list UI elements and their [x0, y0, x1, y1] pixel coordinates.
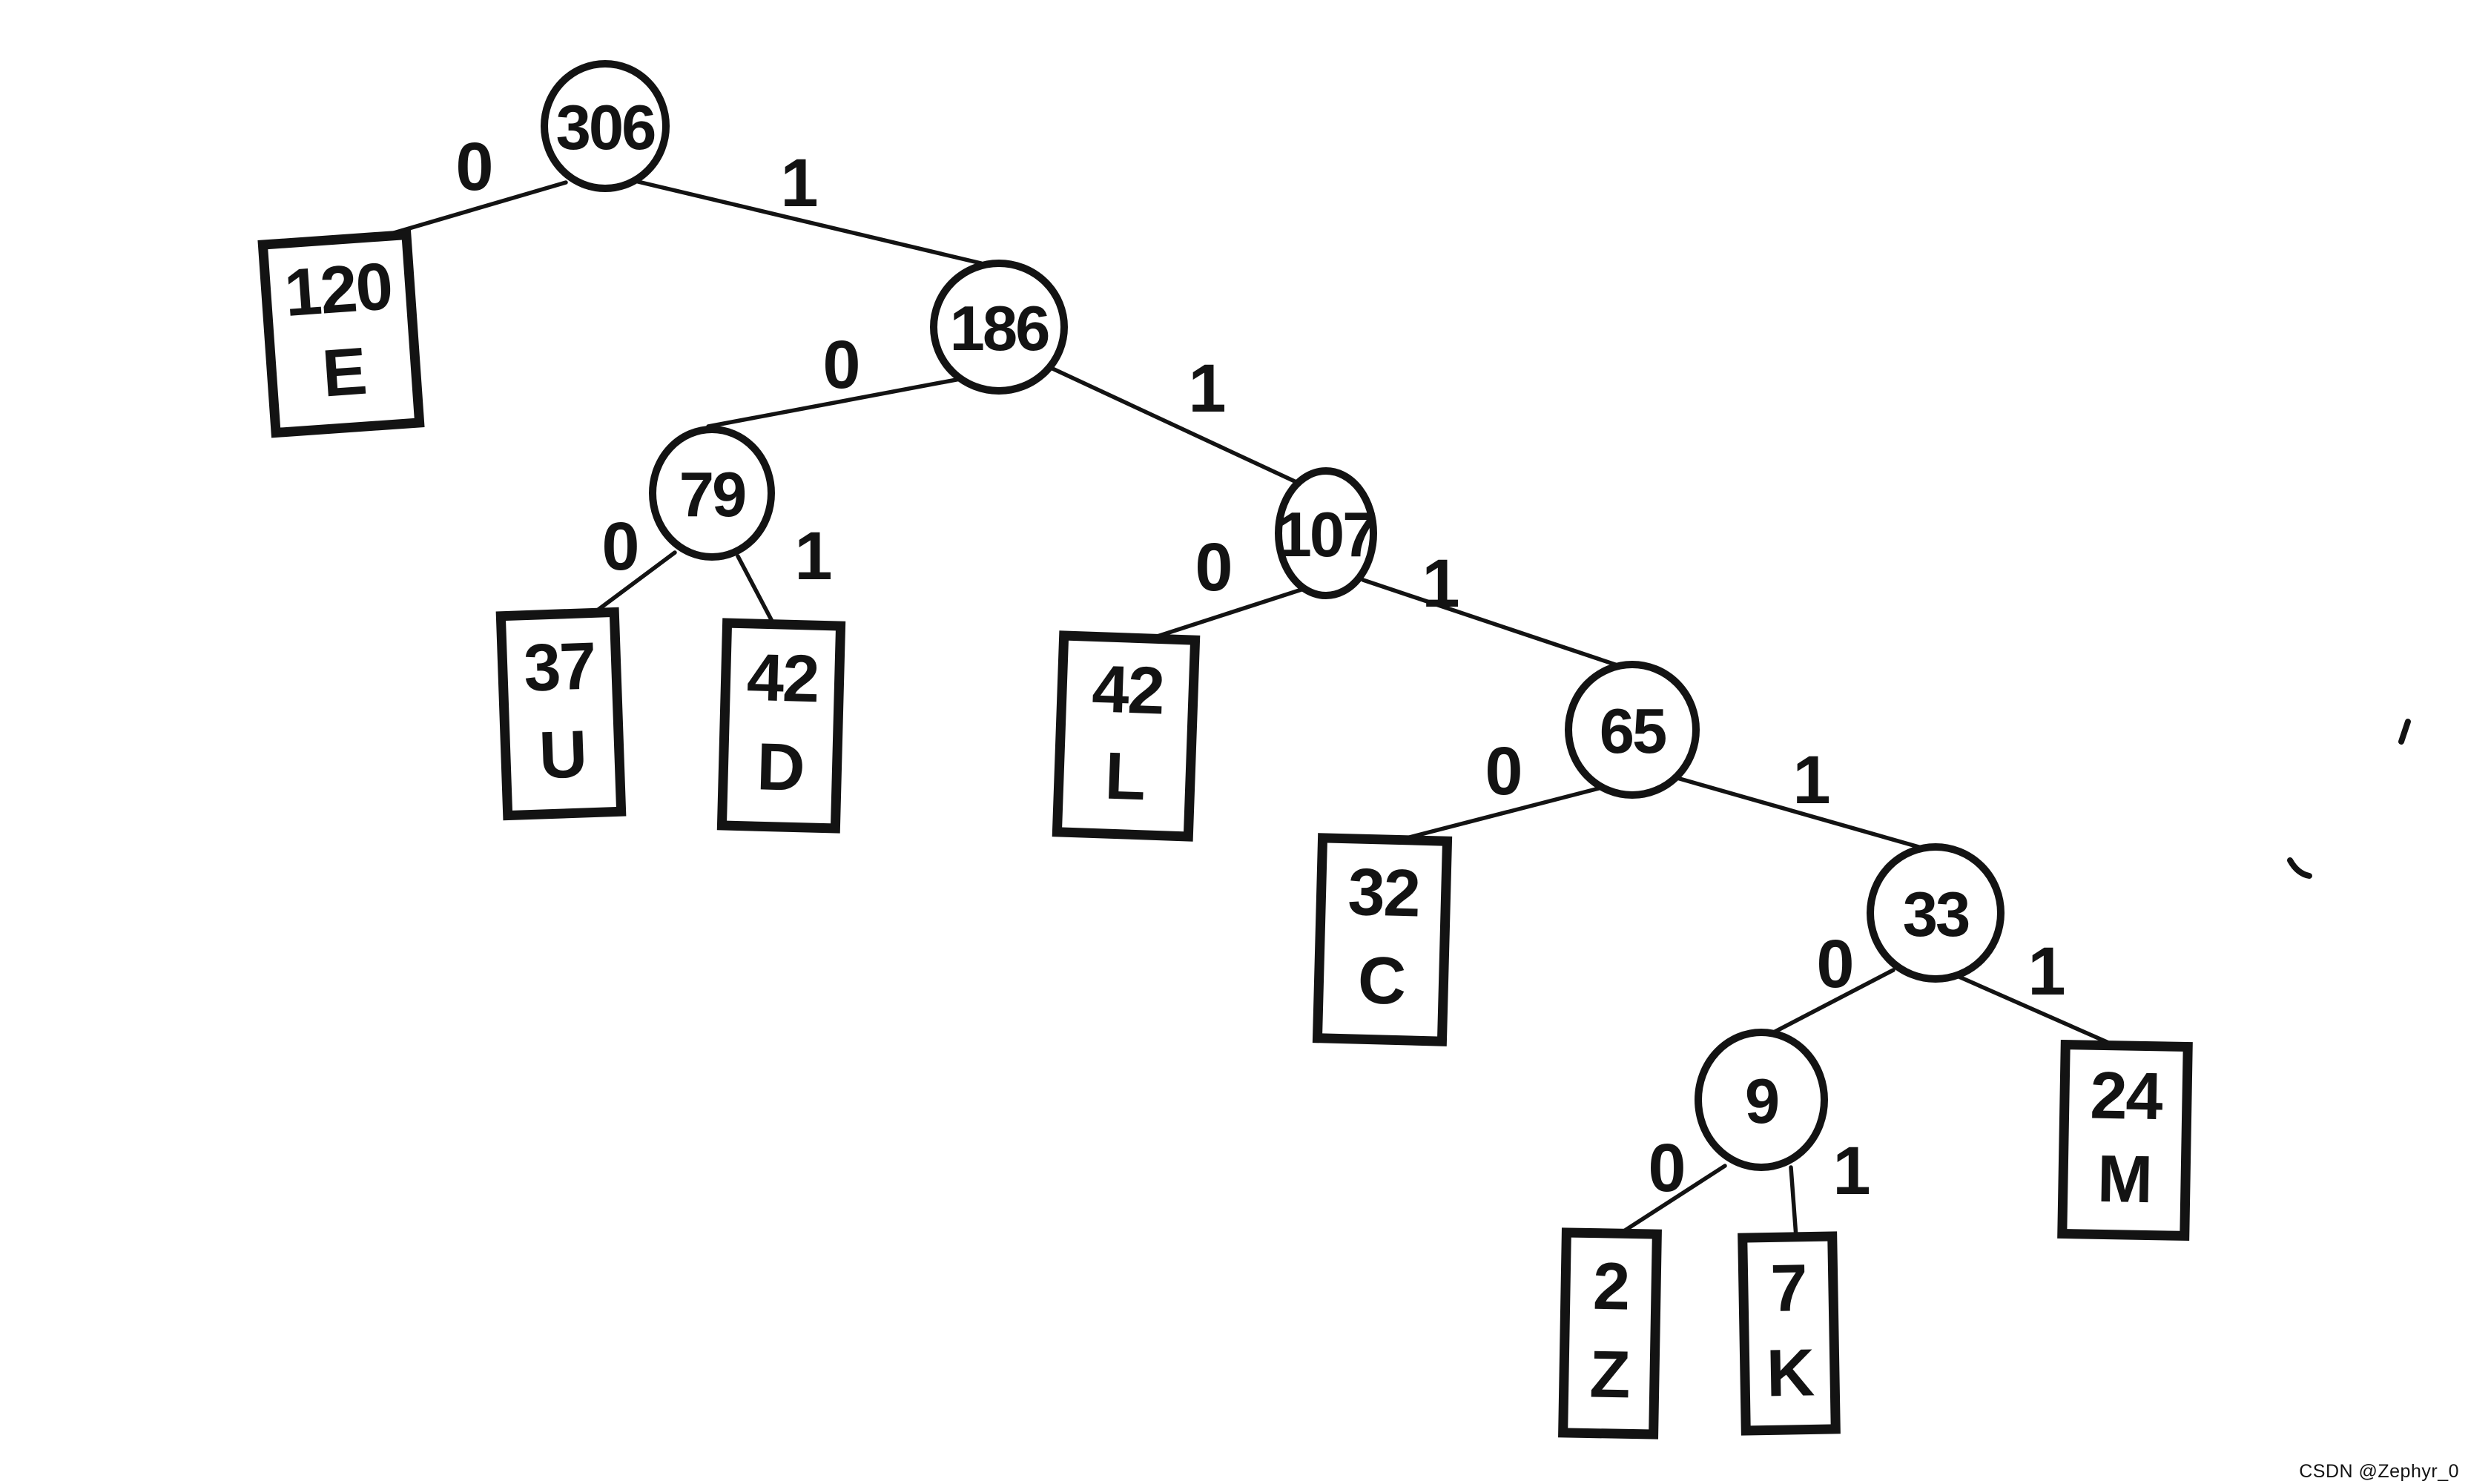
edge-n9-K	[1789, 1165, 1798, 1239]
node-value-n9: 9	[1745, 1066, 1778, 1137]
edge-bit-n186-n79: 0	[822, 327, 860, 403]
leaf-symbol-E: E	[320, 334, 368, 412]
leaf-count-D: 42	[746, 641, 819, 716]
leaf-box-L: 42L	[1052, 630, 1201, 842]
node-value-n186: 186	[950, 294, 1049, 364]
edge-n33-n9	[1764, 968, 1895, 1038]
leaf-count-L: 42	[1091, 652, 1165, 728]
leaf-count-E: 120	[282, 249, 394, 331]
edge-bit-n107-L: 0	[1195, 530, 1233, 605]
leaf-symbol-K: K	[1766, 1336, 1815, 1411]
edge-bit-n79-D: 1	[794, 518, 832, 594]
node-circle-n9	[1695, 1029, 1828, 1171]
node-circle-n306	[541, 60, 670, 192]
edge-n306-n186	[630, 178, 983, 266]
leaf-count-Z: 2	[1592, 1250, 1629, 1325]
leaf-symbol-D: D	[756, 730, 805, 805]
edge-n107-n65	[1361, 578, 1622, 668]
leaf-rect-D	[716, 618, 846, 834]
leaf-rect-E	[257, 229, 425, 438]
leaf-box-U: 37U	[495, 607, 627, 821]
edge-bit-n79-U: 0	[601, 509, 639, 584]
leaf-box-C: 32C	[1312, 833, 1453, 1046]
edge-n186-n107	[1047, 365, 1299, 484]
stray-mark	[2398, 719, 2411, 745]
leaf-count-K: 7	[1770, 1251, 1807, 1326]
edge-bit-n107-n65: 1	[1422, 546, 1459, 621]
node-circle-n79	[649, 426, 775, 561]
leaf-count-C: 32	[1347, 855, 1420, 931]
edge-n9-Z	[1618, 1164, 1727, 1236]
leaf-box-K: 7K	[1738, 1231, 1841, 1436]
node-circle-n186	[930, 260, 1068, 395]
edge-n65-n33	[1672, 775, 1929, 851]
leaf-rect-M	[2057, 1039, 2193, 1241]
leaf-count-U: 37	[523, 629, 597, 705]
leaf-symbol-L: L	[1103, 739, 1145, 815]
edge-bit-n9-Z: 0	[1648, 1130, 1686, 1206]
edge-bit-n9-K: 1	[1832, 1133, 1870, 1209]
edge-n79-U	[591, 550, 677, 616]
leaf-rect-Z	[1558, 1227, 1662, 1440]
stray-mark	[2287, 857, 2312, 879]
edge-bit-n33-n9: 0	[1816, 926, 1854, 1002]
node-circle-n65	[1565, 661, 1700, 799]
leaf-count-M: 24	[2090, 1058, 2164, 1134]
edge-bit-n306-E: 0	[455, 129, 493, 205]
edge-bit-n306-n186: 1	[780, 145, 818, 221]
edge-n186-n79	[706, 376, 966, 429]
node-value-n33: 33	[1903, 880, 1969, 950]
leaf-rect-U	[495, 607, 627, 821]
node-value-n107: 107	[1277, 500, 1376, 570]
node-value-n65: 65	[1600, 696, 1666, 767]
edge-bit-n186-n107: 1	[1188, 351, 1226, 426]
leaf-symbol-Z: Z	[1589, 1338, 1630, 1413]
node-value-n306: 306	[556, 93, 656, 163]
leaf-symbol-C: C	[1357, 943, 1406, 1019]
node-circle-n107	[1275, 467, 1377, 599]
edge-bit-n65-n33: 1	[1792, 742, 1830, 818]
leaf-box-Z: 2Z	[1558, 1227, 1662, 1440]
node-circle-n33	[1867, 843, 2005, 983]
edge-n65-C	[1396, 786, 1601, 842]
leaf-box-D: 42D	[716, 618, 846, 834]
leaf-symbol-M: M	[2096, 1142, 2152, 1217]
leaf-rect-C	[1312, 833, 1453, 1046]
edge-n79-D	[736, 554, 777, 629]
edge-bit-n33-M: 1	[2027, 934, 2065, 1009]
edge-bit-n65-C: 0	[1485, 733, 1522, 809]
node-value-n79: 79	[679, 460, 745, 530]
edge-n107-L	[1141, 587, 1304, 643]
leaf-symbol-U: U	[538, 717, 587, 793]
watermark: CSDN @Zephyr_0	[2299, 1461, 2459, 1482]
leaf-rect-L	[1052, 630, 1201, 842]
leaf-rect-K	[1738, 1231, 1841, 1436]
edge-n33-M	[1953, 973, 2121, 1049]
leaf-box-M: 24M	[2057, 1039, 2193, 1241]
